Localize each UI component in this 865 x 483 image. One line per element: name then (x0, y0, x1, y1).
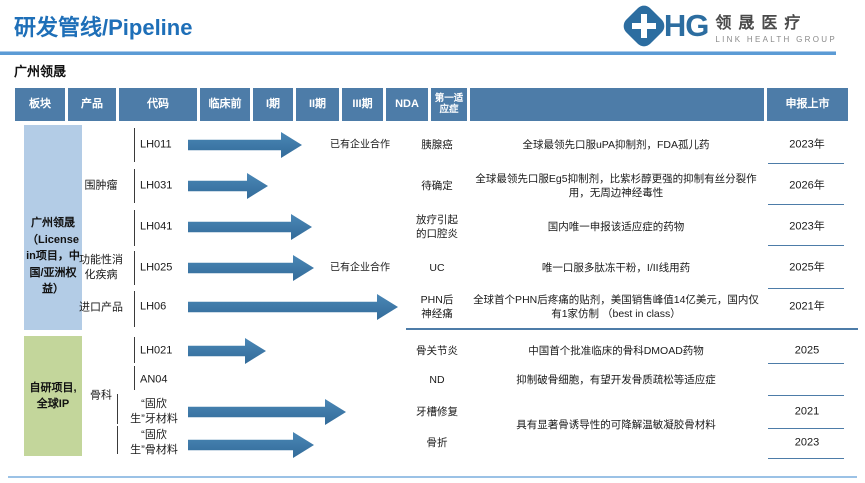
row-separator (768, 395, 844, 396)
filing-year: 2026年 (789, 179, 825, 192)
row-separator (768, 245, 844, 246)
row-description: 中国首个批准临床的骨科DMOAD药物 (528, 344, 704, 357)
row-code: LH041 (140, 220, 173, 233)
product-digestive: 功能性消 化疾病 (79, 254, 123, 281)
filing-year: 2023 (794, 436, 820, 449)
row-separator (768, 428, 844, 429)
progress-arrow (188, 294, 398, 320)
cell-divider (117, 426, 118, 454)
section-title: 广州领晟 (14, 64, 67, 79)
row-indication: 骨关节炎 (416, 344, 458, 357)
cell-divider (134, 210, 135, 246)
cell-divider (134, 128, 135, 162)
cell-divider (134, 337, 135, 363)
row-description: 全球首个PHN后疼痛的贴剂，美国销售峰值14亿美元，国内仅有1家仿制 （best… (473, 293, 759, 320)
col-header-phase1: I期 (253, 88, 293, 121)
row-separator (768, 163, 844, 164)
footer-divider (8, 476, 857, 478)
filing-year: 2021年 (789, 300, 825, 313)
progress-arrow (188, 214, 312, 240)
col-header-preclinical: 临床前 (200, 88, 250, 121)
progress-arrow (188, 432, 314, 458)
filing-year: 2023年 (789, 138, 825, 151)
medical-cross-icon (619, 1, 668, 51)
row-description: 抑制破骨细胞，有望开发骨质疏松等适应症 (516, 373, 716, 386)
page-title: 研发管线/Pipeline (14, 15, 193, 40)
progress-arrow (188, 132, 302, 158)
col-header-description (470, 88, 764, 121)
row-indication: UC (429, 261, 445, 274)
row-description: 唯一口服多肽冻干粉，I/II线用药 (541, 261, 691, 274)
group-separator (406, 328, 858, 330)
row-indication: 待确定 (421, 179, 453, 192)
col-header-product: 产品 (68, 88, 116, 121)
row-indication: 牙槽修复 (416, 405, 458, 418)
product-imported: 进口产品 (79, 301, 123, 314)
product-oncology: 围肿瘤 (84, 179, 118, 192)
row-indication: ND (429, 373, 445, 386)
filing-year: 2023年 (789, 220, 825, 233)
progress-arrow (188, 173, 268, 199)
row-code: LH025 (140, 261, 173, 274)
col-header-first-indication: 第一适应症 (431, 88, 467, 121)
shared-description: 具有显著骨诱导性的可降解温敏凝胶骨材料 (516, 418, 716, 431)
row-code: LH06 (140, 300, 167, 313)
row-code: AN04 (140, 373, 168, 386)
cell-divider (117, 394, 118, 424)
partner-note: 已有企业合作 (330, 262, 390, 274)
cell-divider (134, 291, 135, 327)
filing-year: 2025 (794, 344, 820, 357)
row-separator (768, 288, 844, 289)
row-separator (768, 458, 844, 459)
cell-divider (134, 169, 135, 203)
cell-divider (134, 251, 135, 285)
logo-names: 领晟医疗 LINK HEALTH GROUP (715, 9, 837, 44)
progress-arrow (188, 255, 314, 281)
col-header-phase2: II期 (296, 88, 339, 121)
group-license-in: 广州领晟 （License in项目，中 国/亚洲权 益） (24, 125, 82, 330)
row-description: 全球最领先口服Eg5抑制剂，比紫杉醇更强的抑制有丝分裂作用，无周边神经毒性 (475, 172, 757, 199)
col-header-board: 板块 (15, 88, 65, 121)
filing-year: 2025年 (789, 261, 825, 274)
logo-cn-name: 领晟医疗 (715, 14, 808, 32)
row-code: LH021 (140, 344, 173, 357)
row-code: “固欣 生”牙材料 (130, 398, 178, 425)
row-code: LH031 (140, 179, 173, 192)
row-separator (768, 363, 844, 364)
row-indication: 胰腺癌 (421, 138, 453, 151)
logo-en-name: LINK HEALTH GROUP (715, 34, 837, 44)
title-divider (0, 51, 836, 55)
row-indication: 放疗引起 的口腔炎 (416, 213, 458, 240)
row-separator (768, 204, 844, 205)
product-orthopedics: 骨科 (90, 389, 112, 402)
partner-note: 已有企业合作 (330, 139, 390, 151)
col-header-filing: 申报上市 (767, 88, 848, 121)
col-header-nda: NDA (386, 88, 428, 121)
row-code: LH011 (140, 138, 172, 151)
row-indication: PHN后 神经痛 (420, 293, 454, 320)
row-indication: 骨折 (426, 436, 448, 449)
cell-divider (134, 366, 135, 390)
col-header-phase3: III期 (342, 88, 383, 121)
row-description: 全球最领先口服uPA抑制剂，FDA孤儿药 (522, 138, 710, 151)
progress-arrow (188, 338, 266, 364)
row-code: “固欣 生”骨材料 (130, 429, 178, 456)
col-header-code: 代码 (119, 88, 197, 121)
logo: HG 领晟医疗 LINK HEALTH GROUP (619, 1, 837, 51)
progress-arrow (188, 399, 346, 425)
group-self-developed: 自研项目, 全球IP (24, 336, 82, 456)
row-description: 国内唯一申报该适应症的药物 (547, 220, 685, 233)
logo-text-hg: HG (663, 8, 709, 43)
filing-year: 2021 (794, 405, 820, 418)
